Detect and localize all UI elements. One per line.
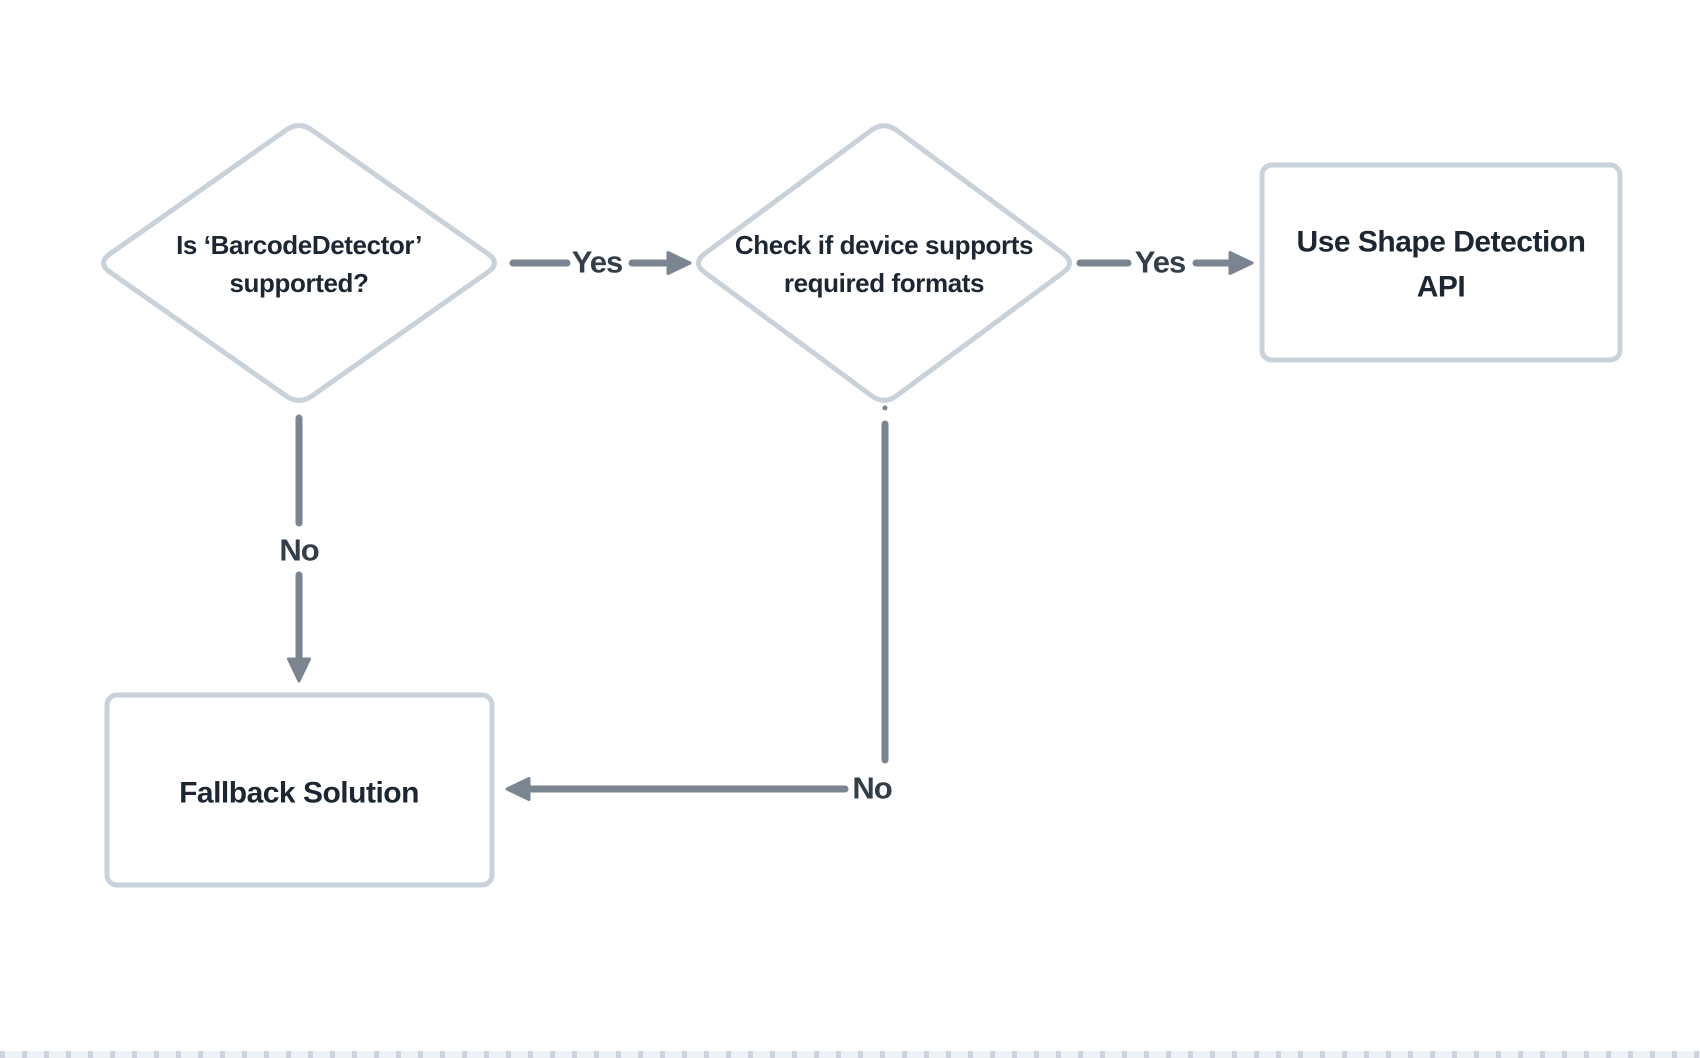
edge-supported-no-label: No [279, 533, 318, 568]
node-use-shape-detection-api-label-line1: Use Shape Detection [1297, 226, 1586, 259]
node-check-device-formats-label-line1: Check if device supports [735, 230, 1033, 260]
node-check-device-formats-shape [695, 123, 1073, 403]
edge-supported-yes-label: Yes [572, 245, 622, 280]
node-check-device-formats-label-line2: required formats [784, 268, 984, 298]
node-fallback-solution-shape [104, 692, 495, 888]
edge-supported-no-arrowhead [287, 657, 311, 683]
edge-supported-yes-arrowhead [666, 251, 692, 275]
node-is-barcodedetector-supported-label-line1: Is ‘BarcodeDetector’ [176, 230, 422, 260]
node-is-barcodedetector-supported-shape [101, 123, 497, 403]
edge-formats-yes-arrowhead [1228, 251, 1254, 275]
node-use-shape-detection-api-shape [1259, 162, 1623, 363]
node-fallback-solution-label: Fallback Solution [179, 777, 419, 810]
edge-formats-no-label: No [852, 771, 891, 806]
clipped-content-edge [0, 1051, 1700, 1058]
node-is-barcodedetector-supported-label-line2: supported? [230, 268, 369, 298]
edge-formats-no-arrowhead [505, 777, 531, 801]
edge-formats-yes-label: Yes [1135, 245, 1185, 280]
edge-formats-no-start-dot [882, 405, 888, 411]
node-use-shape-detection-api-label-line2: API [1417, 271, 1466, 304]
